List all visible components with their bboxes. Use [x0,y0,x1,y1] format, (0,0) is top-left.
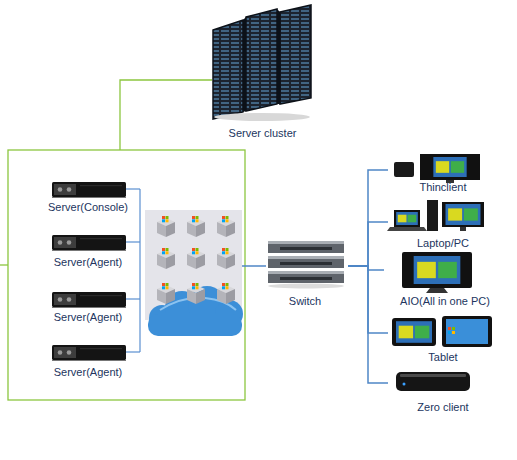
device-node: Server(Agent) [38,231,138,269]
server-rack [213,5,311,121]
node-label: Server(Agent) [28,366,148,379]
network-link [348,266,388,383]
device-node: Switch [262,234,348,308]
node-label: AIO(All in one PC) [374,295,516,308]
node-label: Thinclient [378,181,508,194]
device-node: Server cluster [205,4,320,140]
node-label: Server(Agent) [28,256,148,269]
device-node: Zero client [388,368,498,414]
node-label: Server cluster [195,127,330,140]
node-label: Server(Console) [28,201,148,214]
device-node: Server(Agent) [38,341,138,379]
node-label: Zero client [378,401,508,414]
device-node: Tablet [388,314,498,364]
tablet-icon [392,316,492,347]
node-label: Laptop/PC [378,237,508,250]
network-link [348,266,388,333]
device-node: Thinclient [388,152,498,194]
vm-pool [145,210,243,336]
device-node: Server(Agent) [38,288,138,324]
device-node: Laptop/PC [388,198,498,250]
switch-icon [268,241,344,289]
network-link [348,266,384,270]
aio-icon [402,252,472,293]
uplink-line [242,265,266,267]
node-label: Switch [252,295,358,308]
node-label: Server(Agent) [28,311,148,324]
node-label: Tablet [378,351,508,364]
network-link [348,222,388,266]
device-node: AIO(All in one PC) [384,250,506,308]
network-link [348,170,388,266]
device-node: Server(Console) [38,178,138,214]
zero-client-icon [396,372,470,391]
laptop-pc-icon [387,200,484,231]
thinclient-icon [394,154,480,183]
cluster-frame [0,80,245,400]
server-bracket [126,189,140,352]
